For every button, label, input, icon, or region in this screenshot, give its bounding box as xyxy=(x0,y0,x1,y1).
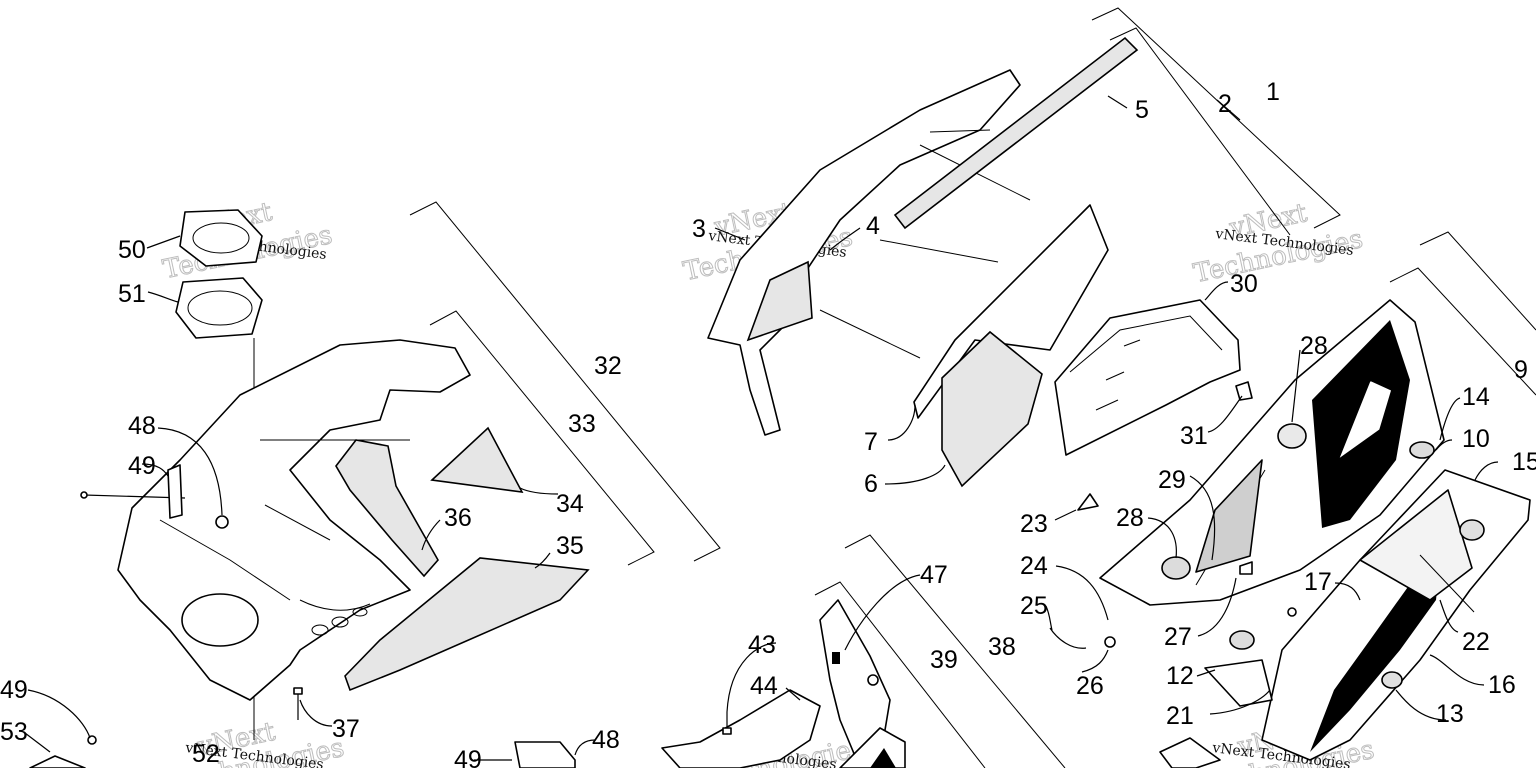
bottom-center-parts xyxy=(514,599,906,768)
callout-5: 5 xyxy=(1135,96,1149,124)
callouts: 1 2 3 4 5 6 7 9 10 12 13 14 15 16 17 21 … xyxy=(0,78,1536,768)
callout-48-bottom: 48 xyxy=(592,726,620,754)
bracket-9b xyxy=(1389,267,1536,396)
foam-6 xyxy=(941,330,1043,488)
callout-7: 7 xyxy=(864,428,878,456)
callout-6: 6 xyxy=(864,470,878,498)
bracket-39 xyxy=(814,581,986,768)
callout-50: 50 xyxy=(118,236,146,264)
callout-9: 9 xyxy=(1514,356,1528,384)
callout-48-left: 48 xyxy=(128,412,156,440)
foam-34 xyxy=(430,426,524,493)
callout-49-far-left: 49 xyxy=(0,676,28,704)
windshield-7 xyxy=(913,204,1109,419)
group-brackets xyxy=(409,7,1536,768)
callout-38: 38 xyxy=(988,633,1016,661)
bracket-33 xyxy=(429,310,655,566)
callout-15: 15 xyxy=(1512,448,1536,476)
callout-53: 53 xyxy=(0,718,28,746)
callout-2: 2 xyxy=(1218,90,1232,118)
callout-28-top: 28 xyxy=(1300,332,1328,360)
callout-49-bottom: 49 xyxy=(454,746,482,768)
hood-assembly xyxy=(707,69,1031,436)
watermark-left-bottom: vNext Technologies xyxy=(172,716,348,768)
callout-21: 21 xyxy=(1166,702,1194,730)
callout-37: 37 xyxy=(332,715,360,743)
lower-side-panel xyxy=(1159,441,1531,768)
callout-28-bottom: 28 xyxy=(1116,504,1144,532)
callout-35: 35 xyxy=(556,532,584,560)
callout-34: 34 xyxy=(556,490,584,518)
foam-5 xyxy=(893,36,1139,230)
callout-43: 43 xyxy=(748,631,776,659)
gasket-51 xyxy=(175,277,263,339)
callout-25: 25 xyxy=(1020,592,1048,620)
foam-35 xyxy=(344,557,590,692)
callout-47: 47 xyxy=(920,561,948,589)
callout-10: 10 xyxy=(1462,425,1490,453)
side-panel-9 xyxy=(1099,299,1445,606)
callout-17: 17 xyxy=(1304,568,1332,596)
callout-33: 33 xyxy=(568,410,596,438)
foam-36 xyxy=(335,439,439,578)
callout-14: 14 xyxy=(1462,383,1490,411)
bracket-2 xyxy=(1109,27,1291,236)
callout-52: 52 xyxy=(192,740,220,768)
callout-1: 1 xyxy=(1266,78,1280,106)
bracket-1 xyxy=(1091,7,1341,229)
callout-23: 23 xyxy=(1020,510,1048,538)
bracket-38 xyxy=(844,534,1066,768)
callout-12: 12 xyxy=(1166,662,1194,690)
callout-13: 13 xyxy=(1436,700,1464,728)
lower-console xyxy=(117,339,471,701)
leader-lines xyxy=(24,95,1499,761)
callout-49-left: 49 xyxy=(128,452,156,480)
callout-36: 36 xyxy=(444,504,472,532)
callout-4: 4 xyxy=(866,212,880,240)
callout-39: 39 xyxy=(930,646,958,674)
callout-26: 26 xyxy=(1076,672,1104,700)
callout-31: 31 xyxy=(1180,422,1208,450)
callout-44: 44 xyxy=(750,672,778,700)
gasket-50 xyxy=(179,209,263,267)
callout-32: 32 xyxy=(594,352,622,380)
callout-30: 30 xyxy=(1230,270,1258,298)
callout-22: 22 xyxy=(1462,628,1490,656)
callout-3: 3 xyxy=(692,215,706,243)
bracket-32 xyxy=(409,201,721,562)
callout-16: 16 xyxy=(1488,671,1516,699)
callout-24: 24 xyxy=(1020,552,1048,580)
bracket-9a xyxy=(1419,231,1536,331)
panel-30 xyxy=(1054,299,1241,456)
callout-51: 51 xyxy=(118,280,146,308)
callout-27: 27 xyxy=(1164,623,1192,651)
hardware xyxy=(29,381,1297,768)
callout-29: 29 xyxy=(1158,466,1186,494)
